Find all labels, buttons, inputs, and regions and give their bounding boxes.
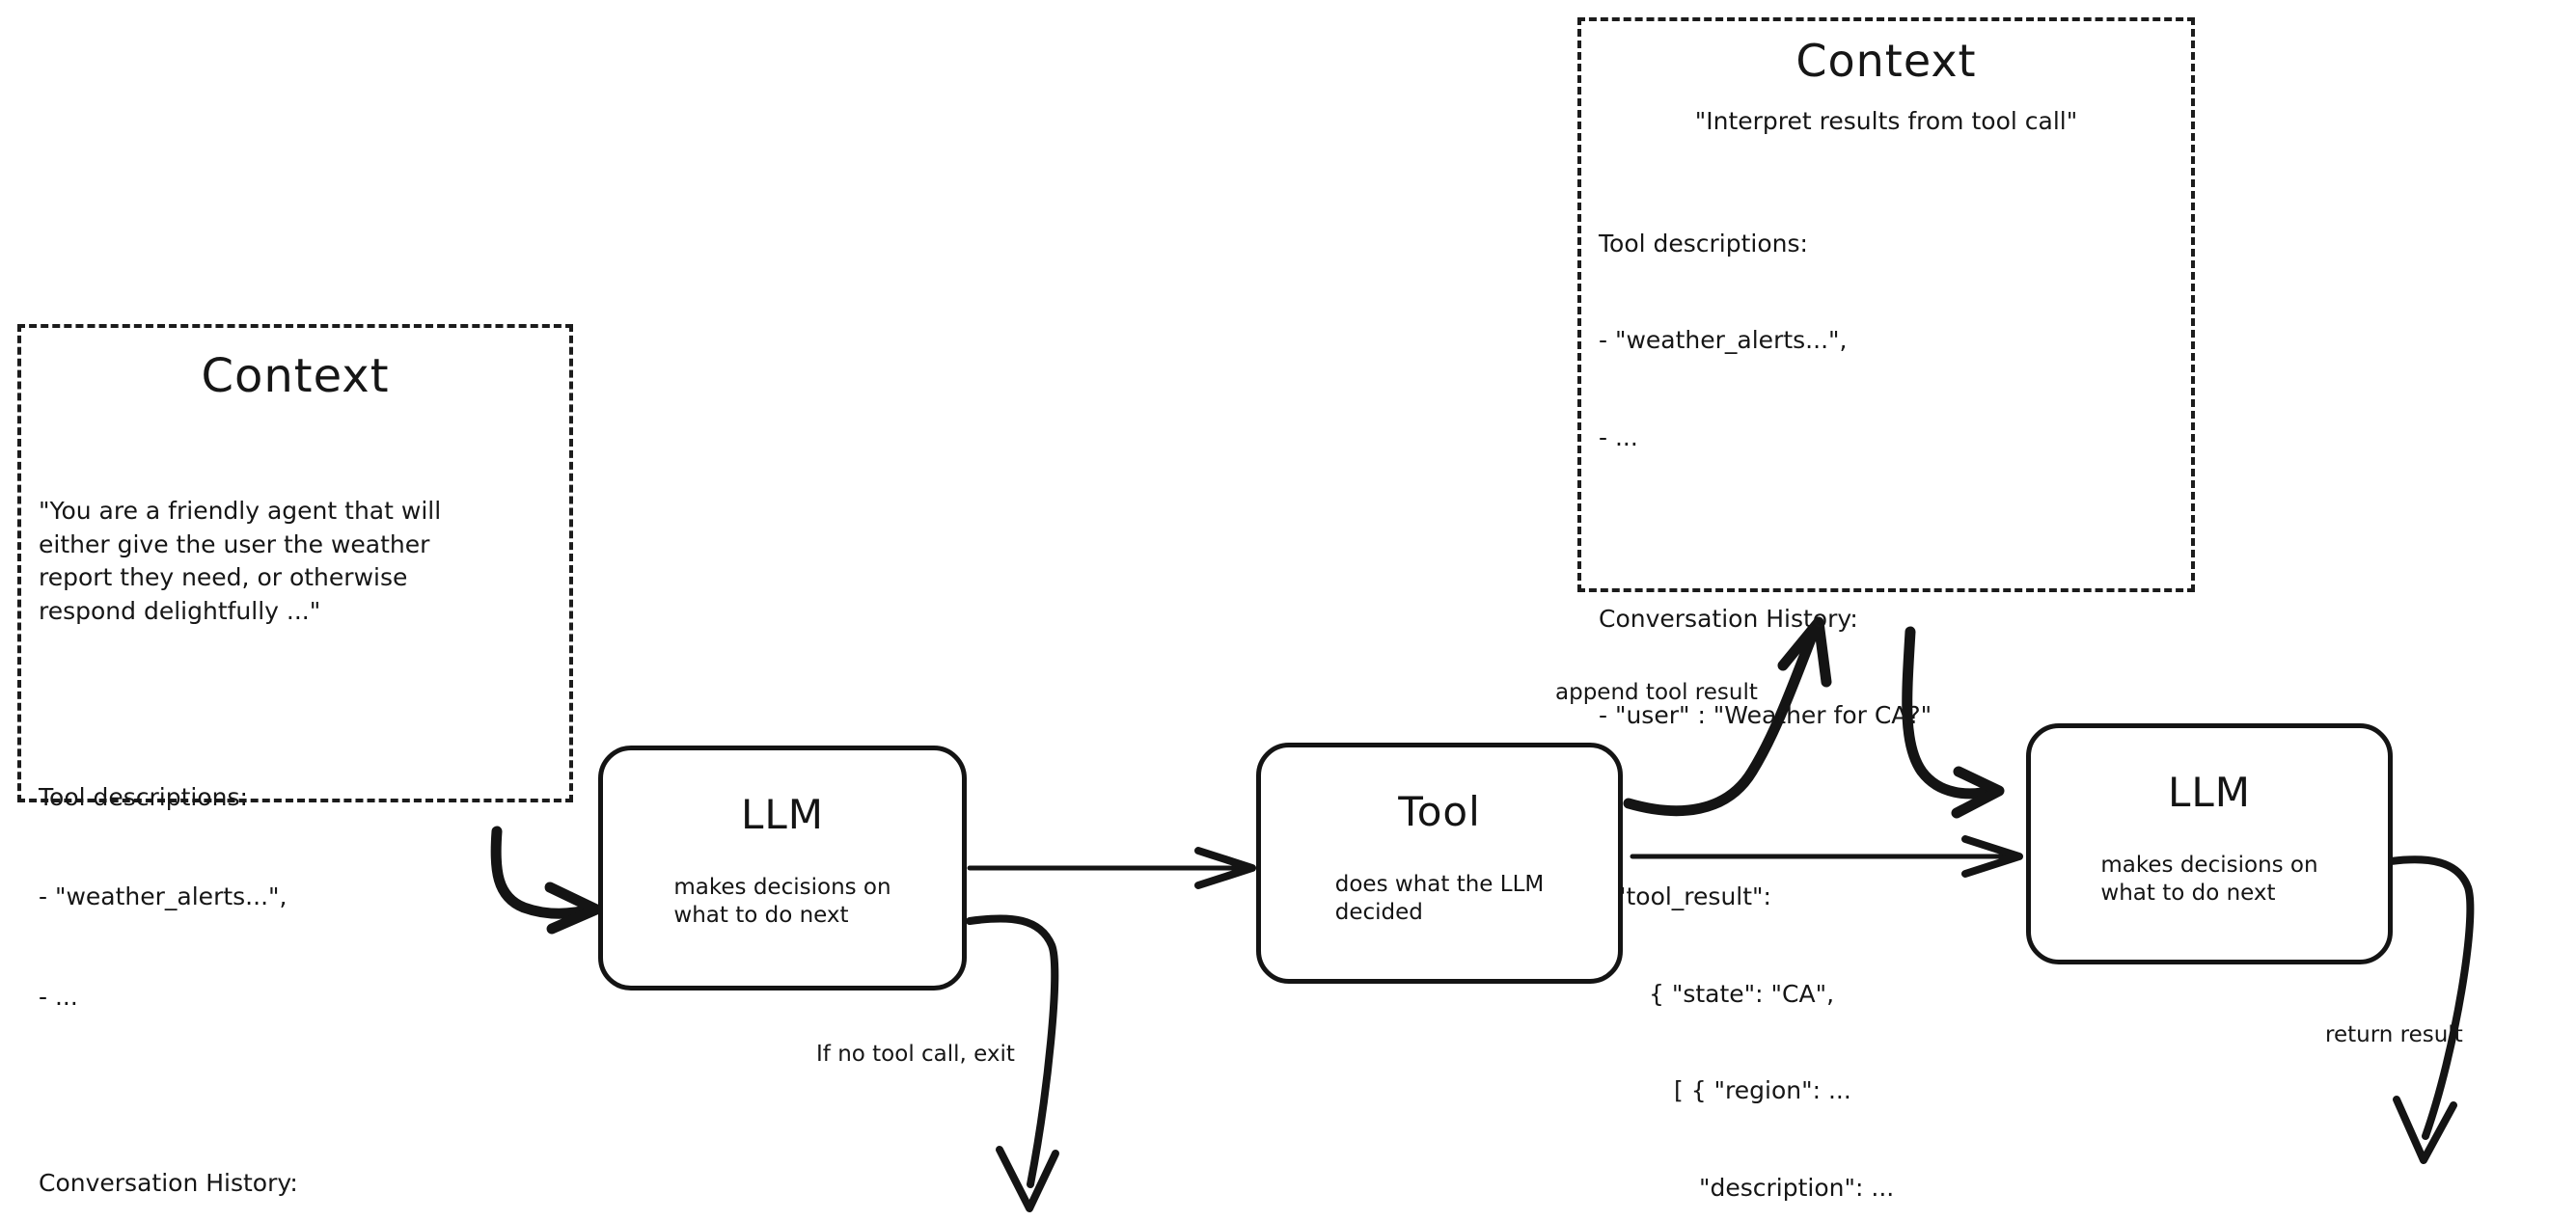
node-llm-1-title: LLM xyxy=(740,791,825,838)
context-right-conversation-item-0: - "user" : "Weather for CA?" xyxy=(1599,701,1932,729)
spacer xyxy=(39,1080,540,1100)
edge-llm2-return xyxy=(2387,855,2475,1164)
node-llm-1-subtitle: makes decisions on what to do next xyxy=(673,875,891,929)
context-card-right: Context "Interpret results from tool cal… xyxy=(1577,17,2195,1202)
edge-label-if-no-tool-call-exit: If no tool call, exit xyxy=(816,1042,1015,1067)
context-left-tool-item-0: - "weather_alerts...", xyxy=(39,882,288,910)
node-llm-2-title: LLM xyxy=(2167,769,2252,816)
context-right-tool-descriptions-header: Tool descriptions: xyxy=(1599,229,1808,258)
context-right-title: Context xyxy=(1795,35,1977,87)
edge-context-left-to-llm1 xyxy=(490,826,602,935)
node-tool-title: Tool xyxy=(1398,788,1481,835)
spacer xyxy=(1599,518,2178,538)
node-tool: Tool does what the LLM decided xyxy=(1256,743,1623,984)
node-llm-2-subtitle: makes decisions on what to do next xyxy=(2100,853,2318,907)
context-right-conversation-header: Conversation History: xyxy=(1599,604,1858,633)
edge-tool-to-llm2 xyxy=(1630,835,2023,878)
context-left-system-prompt: "You are a friendly agent that will eith… xyxy=(39,497,442,625)
node-llm-2: LLM makes decisions on what to do next xyxy=(2026,723,2393,964)
edge-tool-to-context xyxy=(1623,616,1832,817)
edge-label-return-result: return result xyxy=(2325,1022,2463,1047)
context-right-tool-item-0: - "weather_alerts...", xyxy=(1599,326,1848,354)
context-right-body: Tool descriptions: - "weather_alerts..."… xyxy=(1599,163,2178,1221)
context-right-tool-item-1: - ... xyxy=(1599,422,1638,451)
context-right-tool-result-header: - "tool_result": xyxy=(1599,882,1771,910)
context-right-tool-result-line-1: [ { "region": ... xyxy=(1674,1076,1851,1104)
context-left-conversation-header: Conversation History: xyxy=(39,1168,298,1197)
edge-context-to-llm2 xyxy=(1902,626,2005,819)
context-left-tool-descriptions-header: Tool descriptions: xyxy=(39,782,248,811)
context-right-tool-result-line-0: { "state": "CA", xyxy=(1649,979,1835,1008)
context-left-body: "You are a friendly agent that will eith… xyxy=(39,428,540,1221)
node-llm-1: LLM makes decisions on what to do next xyxy=(598,746,967,990)
edge-llm1-to-tool xyxy=(967,847,1256,889)
node-tool-subtitle: does what the LLM decided xyxy=(1334,872,1545,926)
context-right-subtitle: "Interpret results from tool call" xyxy=(1694,107,2078,135)
context-card-left: Context "You are a friendly agent that w… xyxy=(17,324,573,1197)
edge-llm1-exit xyxy=(966,914,1059,1212)
context-left-tool-item-1: - ... xyxy=(39,982,78,1011)
context-left-title: Context xyxy=(201,349,390,403)
context-right-tool-result-line-2: "description": ... xyxy=(1699,1173,1895,1202)
edge-label-append-tool-result: append tool result xyxy=(1555,680,1758,705)
spacer xyxy=(39,694,540,715)
